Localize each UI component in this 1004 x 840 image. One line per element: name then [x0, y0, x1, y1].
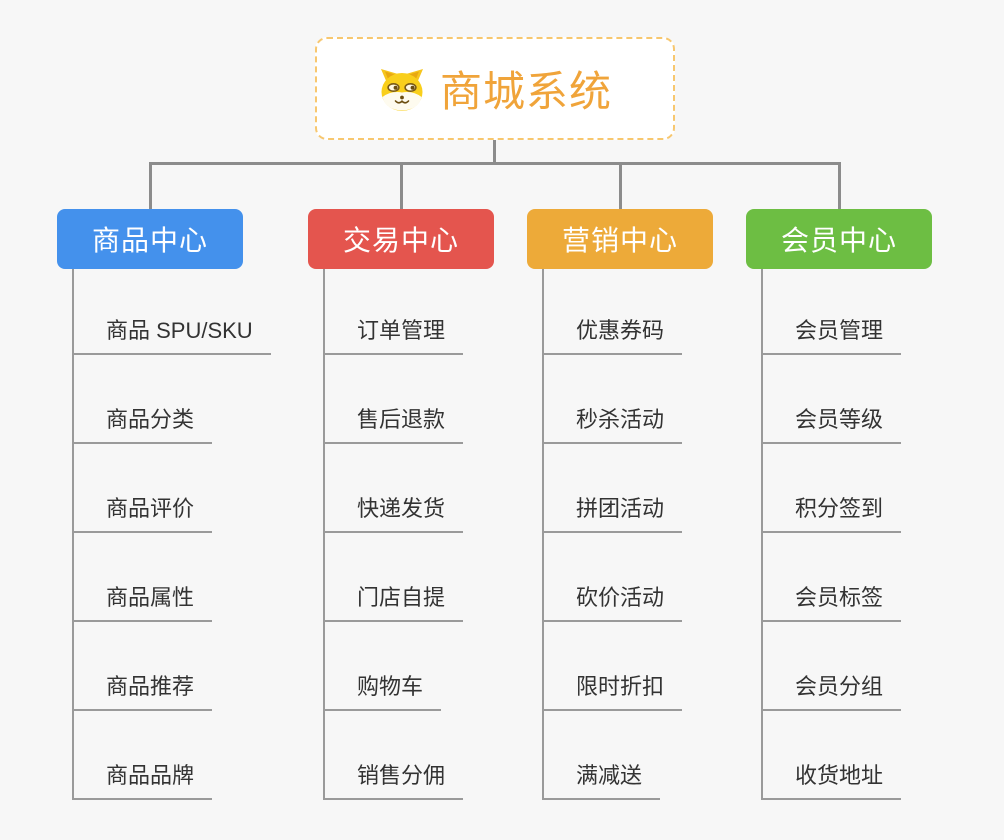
subtopic-item[interactable]: 会员标签	[761, 580, 902, 622]
subtopic-item[interactable]: 积分签到	[761, 491, 902, 533]
subtopic-item[interactable]: 商品品牌	[72, 758, 213, 800]
subtopic-item[interactable]: 快递发货	[323, 491, 464, 533]
subtopic-item[interactable]: 拼团活动	[542, 491, 683, 533]
subtopic-item[interactable]: 商品推荐	[72, 669, 213, 711]
branch-topic-label: 会员中心	[780, 225, 897, 256]
branch-topic-member-center[interactable]: 会员中心	[746, 209, 932, 269]
subtopic-item[interactable]: 会员管理	[761, 313, 902, 355]
subtopic-item[interactable]: 满减送	[542, 758, 661, 800]
subtopic-item[interactable]: 商品评价	[72, 491, 213, 533]
subtopic-item[interactable]: 订单管理	[323, 313, 464, 355]
branch-child-line	[542, 269, 544, 800]
subtopic-item[interactable]: 商品属性	[72, 580, 213, 622]
subtopic-item[interactable]: 优惠券码	[542, 313, 683, 355]
subtopic-item[interactable]: 购物车	[323, 669, 442, 711]
connector-line	[838, 162, 841, 210]
subtopic-item[interactable]: 售后退款	[323, 402, 464, 444]
subtopic-item[interactable]: 限时折扣	[542, 669, 683, 711]
subtopic-item[interactable]: 门店自提	[323, 580, 464, 622]
subtopic-item[interactable]: 秒杀活动	[542, 402, 683, 444]
connector-line	[149, 162, 152, 210]
connector-line	[619, 162, 622, 210]
branch-topic-product-center[interactable]: 商品中心	[57, 209, 243, 269]
branch-topic-label: 交易中心	[342, 225, 459, 256]
connector-line	[149, 162, 841, 165]
subtopic-item[interactable]: 收货地址	[761, 758, 902, 800]
branch-topic-trade-center[interactable]: 交易中心	[308, 209, 494, 269]
root-topic-label: 商城系统	[439, 68, 612, 115]
branch-topic-label: 商品中心	[91, 225, 208, 256]
branch-child-line	[323, 269, 325, 800]
shiba-dog-icon	[380, 68, 423, 111]
connector-line	[400, 162, 403, 210]
subtopic-item[interactable]: 销售分佣	[323, 758, 464, 800]
branch-topic-label: 营销中心	[561, 225, 678, 256]
subtopic-item[interactable]: 砍价活动	[542, 580, 683, 622]
subtopic-item[interactable]: 会员分组	[761, 669, 902, 711]
subtopic-item[interactable]: 商品分类	[72, 402, 213, 444]
branch-topic-marketing-center[interactable]: 营销中心	[527, 209, 713, 269]
branch-child-line	[761, 269, 763, 800]
root-topic[interactable]: 商城系统	[315, 37, 675, 140]
connector-line	[493, 140, 496, 163]
subtopic-item[interactable]: 商品 SPU/SKU	[72, 313, 271, 355]
branch-child-line	[72, 269, 74, 800]
subtopic-item[interactable]: 会员等级	[761, 402, 902, 444]
